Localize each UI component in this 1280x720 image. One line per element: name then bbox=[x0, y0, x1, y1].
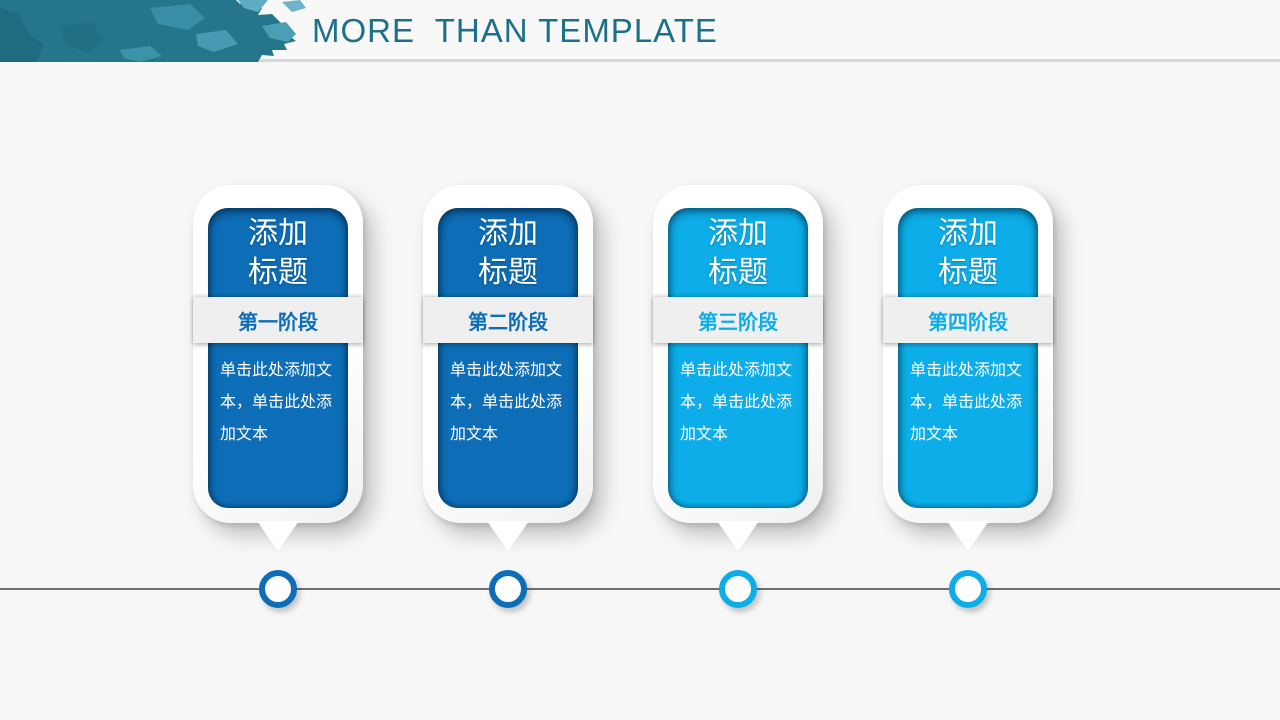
card-body-text[interactable]: 单击此处添加文本，单击此处添加文本 bbox=[910, 362, 1023, 443]
card-body-text[interactable]: 单击此处添加文本，单击此处添加文本 bbox=[450, 362, 563, 443]
stage-label[interactable]: 第三阶段 bbox=[698, 311, 778, 334]
stage-band: 第一阶段 bbox=[193, 297, 363, 343]
card-title[interactable]: 添加标题 bbox=[248, 217, 308, 289]
stage-card-2: 添加标题 第二阶段 单击此处添加文本，单击此处添加文本 bbox=[423, 185, 593, 551]
timeline-node-1 bbox=[259, 570, 297, 608]
stage-band: 第二阶段 bbox=[423, 297, 593, 343]
card-pointer-tail bbox=[947, 521, 989, 551]
stage-card-3: 添加标题 第三阶段 单击此处添加文本，单击此处添加文本 bbox=[653, 185, 823, 551]
timeline-node-2 bbox=[489, 570, 527, 608]
timeline-line bbox=[0, 588, 1280, 590]
stage-card-1: 添加标题 第一阶段 单击此处添加文本，单击此处添加文本 bbox=[193, 185, 363, 551]
card-pointer-tail bbox=[487, 521, 529, 551]
stage-label[interactable]: 第二阶段 bbox=[468, 311, 548, 334]
stage-band: 第三阶段 bbox=[653, 297, 823, 343]
stage-band: 第四阶段 bbox=[883, 297, 1053, 343]
timeline-node-4 bbox=[949, 570, 987, 608]
slide-title: MORE THAN TEMPLATE bbox=[312, 12, 718, 49]
header-bar: MORE THAN TEMPLATE bbox=[0, 0, 1280, 62]
card-panel: 添加标题 bbox=[438, 208, 578, 508]
card-body-text[interactable]: 单击此处添加文本，单击此处添加文本 bbox=[220, 362, 333, 443]
stage-card-4: 添加标题 第四阶段 单击此处添加文本，单击此处添加文本 bbox=[883, 185, 1053, 551]
card-title[interactable]: 添加标题 bbox=[478, 217, 538, 289]
card-pointer-tail bbox=[717, 521, 759, 551]
card-panel: 添加标题 bbox=[668, 208, 808, 508]
card-title[interactable]: 添加标题 bbox=[938, 217, 998, 289]
card-title[interactable]: 添加标题 bbox=[708, 217, 768, 289]
card-body-text[interactable]: 单击此处添加文本，单击此处添加文本 bbox=[680, 362, 793, 443]
world-map-graphic-icon bbox=[0, 0, 306, 62]
stage-label[interactable]: 第四阶段 bbox=[928, 311, 1008, 334]
card-panel: 添加标题 bbox=[208, 208, 348, 508]
timeline-node-3 bbox=[719, 570, 757, 608]
card-pointer-tail bbox=[257, 521, 299, 551]
stage-label[interactable]: 第一阶段 bbox=[238, 311, 318, 334]
card-panel: 添加标题 bbox=[898, 208, 1038, 508]
